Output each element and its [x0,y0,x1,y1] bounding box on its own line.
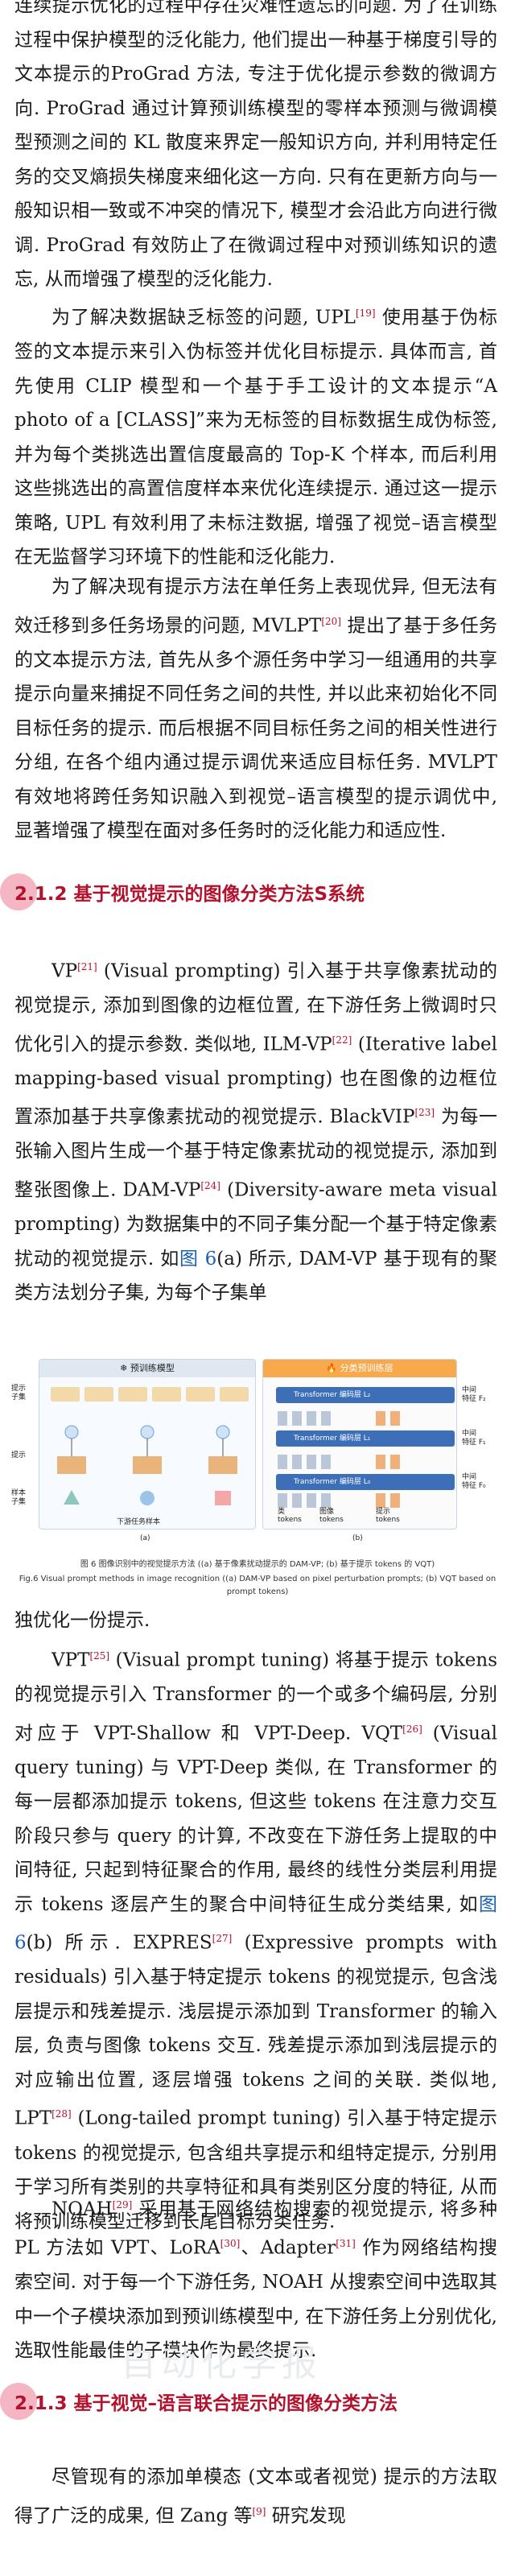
panel-a-title: ❄ 预训练模型 [39,1360,255,1377]
panel-a-bottom-label: 下游任务样本 [117,1518,161,1526]
ref-9[interactable]: [9] [252,2505,266,2517]
side-label-sample-subset: 样本 子集 [11,1489,27,1506]
prompt-block [220,1387,249,1402]
ref-21[interactable]: [21] [77,961,97,972]
mid-feature-0: 中间 特征 F₀ [462,1473,486,1490]
vpt-text-d: (b) 所示. EXPRES [26,1932,212,1954]
prompt-block [186,1387,215,1402]
paragraph-joint-prompt: 尽管现有的添加单模态 (文本或者视觉) 提示的方法取得了广泛的成果, 但 Zan… [14,2460,497,2533]
paragraph-vpt: VPT[25] (Visual prompt tuning) 将基于提示 tok… [14,1639,497,2239]
panel-b-caption: (b) [352,1534,363,1542]
vp-text-e: (Diversity-aware meta visual prompting) … [14,1179,497,1269]
mid-feature-1: 中间 特征 F₁ [462,1430,486,1447]
dam-vp-diagram [57,1425,237,1505]
side-label-prompt-subset: 提示 子集 [11,1385,27,1402]
vpt-text-a: VPT [52,1649,90,1671]
joint-text-b: 研究发现 [266,2505,346,2527]
ref-24[interactable]: [24] [200,1179,220,1191]
encoder-layer-0: Transformer 编码层 L₀ [276,1474,455,1490]
encoder-layer-2: Transformer 编码层 L₂ [276,1387,455,1403]
section-2-1-2: 2.1.2 基于视觉提示的图像分类方法S系统 [0,873,515,919]
ref-19[interactable]: [19] [355,308,376,319]
paragraph-upl: 为了解决数据缺乏标签的问题, UPL[19] 使用基于伪标签的文本提示来引入伪标… [14,296,497,575]
ref-27[interactable]: [27] [212,1933,233,1945]
noah-text-d: 作为网络结构搜索空间. 对于每一个下游任务, NOAH 从搜索空间中选取其中一个… [14,2237,497,2362]
panel-b: 🔥 分类预训练层 Transformer 编码层 L₂ Transformer … [262,1359,457,1530]
prompt-block [84,1387,113,1402]
figure-6-link[interactable]: 图 6 [14,1893,497,1954]
ref-28[interactable]: [28] [52,2108,72,2120]
vp-text-b: (Visual prompting) 引入基于共享像素扰动的视觉提示, 添加到图… [14,960,497,1055]
noah-text-c: 、Adapter [240,2237,336,2259]
upl-text-b: 使用基于伪标签的文本提示来引入伪标签并优化目标提示. 具体而言, 首先使用 CL… [14,307,497,568]
vpt-text-c: (Visual query tuning) 与 VPT-Deep 类似, 在 T… [14,1723,498,1915]
paragraph-vp: VP[21] (Visual prompting) 引入基于共享像素扰动的视觉提… [14,950,497,1311]
mvlpt-text-b: 提出了基于多任务的文本提示方法, 首先从多个源任务中学习一组通用的共享提示向量来… [14,615,497,842]
section-dot-icon [0,2383,37,2420]
paragraph-dam-vp-end: 独优化一份提示. [14,1610,150,1631]
section-2-1-3: 2.1.3 基于视觉–语言联合提示的图像分类方法 [0,2383,515,2428]
panel-b-title: 🔥 分类预训练层 [263,1360,456,1377]
vp-text-c: (Iterative label mapping-based visual pr… [14,1034,497,1128]
token-label-prompt: 提示 tokens [376,1508,400,1524]
panel-a-caption: (a) [140,1534,150,1542]
vp-text-a: VP [52,960,78,982]
prompt-block [118,1387,147,1402]
mvlpt-text-a: 为了解决现有提示方法在单任务上表现优异, 但无法有效迁移到多任务场景的问题, M… [14,576,497,637]
fire-icon: 🔥 [326,1363,340,1373]
panel-a: ❄ 预训练模型 下游任务样本 [39,1359,256,1530]
ref-22[interactable]: [22] [332,1034,352,1046]
token-label-image: 图像 tokens [319,1508,344,1524]
noah-text-a: NOAH [52,2198,113,2220]
ref-23[interactable]: [23] [414,1107,435,1119]
ref-25[interactable]: [25] [89,1650,110,1662]
vqt-token-rows [278,1411,400,1508]
prompt-block [51,1387,80,1402]
vpt-text-f: (Long-tailed prompt tuning) 引入基于特定提示 tok… [14,2108,497,2232]
mid-feature-2: 中间 特征 F₂ [462,1386,486,1403]
prompt-block [152,1387,181,1402]
encoder-layer-1: Transformer 编码层 L₁ [276,1430,455,1447]
token-label-class: 类 tokens [278,1508,302,1524]
section-dot-icon [0,873,37,910]
upl-text-a: 为了解决数据缺乏标签的问题, UPL [52,307,356,328]
figure-6-caption-en: Fig.6 Visual prompt methods in image rec… [19,1575,496,1596]
ref-30[interactable]: [30] [220,2238,241,2250]
ref-20[interactable]: [20] [321,615,341,627]
section-title: 2.1.3 基于视觉–语言联合提示的图像分类方法 [14,2393,398,2414]
vpt-text-b: (Visual prompt tuning) 将基于提示 tokens 的视觉提… [14,1649,497,1744]
ref-31[interactable]: [31] [336,2238,356,2250]
figure-6-link[interactable]: 图 6 [179,1248,217,1269]
ref-29[interactable]: [29] [112,2199,133,2211]
noah-text-b: 采用基于网络结构搜索的视觉提示, 将多种 PL 方法如 VPT、LoRA [14,2198,497,2259]
vp-text-d: 为每一张输入图片生成一个基于特定像素扰动的视觉提示, 添加到整张图像上. DAM… [14,1106,497,1201]
ref-26[interactable]: [26] [402,1723,422,1735]
joint-text-a: 尽管现有的添加单模态 (文本或者视觉) 提示的方法取得了广泛的成果, 但 Zan… [14,2467,497,2527]
watermark: 自动化学报 [121,2343,322,2384]
side-label-prompt: 提示 [11,1451,27,1459]
paragraph-noah: NOAH[29] 采用基于网络结构搜索的视觉提示, 将多种 PL 方法如 VPT… [14,2188,497,2368]
paragraph-mvlpt: 为了解决现有提示方法在单任务上表现优异, 但无法有效迁移到多任务场景的问题, M… [14,570,497,848]
figure-6: ❄ 预训练模型 下游任务样本 提示 子集 [11,1352,504,1578]
section-title: 2.1.2 基于视觉提示的图像分类方法S系统 [14,884,365,905]
vp-text-f: (a) 所示, DAM-VP 基于现有的聚类方法划分子集, 为每个子集单 [14,1248,498,1304]
vpt-text-e: (Expressive prompts with residuals) 引入基于… [14,1932,497,2130]
paragraph-prograd: 连续提示优化的过程中存在灾难性遗忘的问题. 为了在训练过程中保护模型的泛化能力,… [14,0,497,290]
figure-6-caption-cn: 图 6 图像识别中的视觉提示方法 ((a) 基于像素扰动提示的 DAM-VP; … [80,1560,435,1569]
snowflake-icon: ❄ [120,1363,130,1373]
